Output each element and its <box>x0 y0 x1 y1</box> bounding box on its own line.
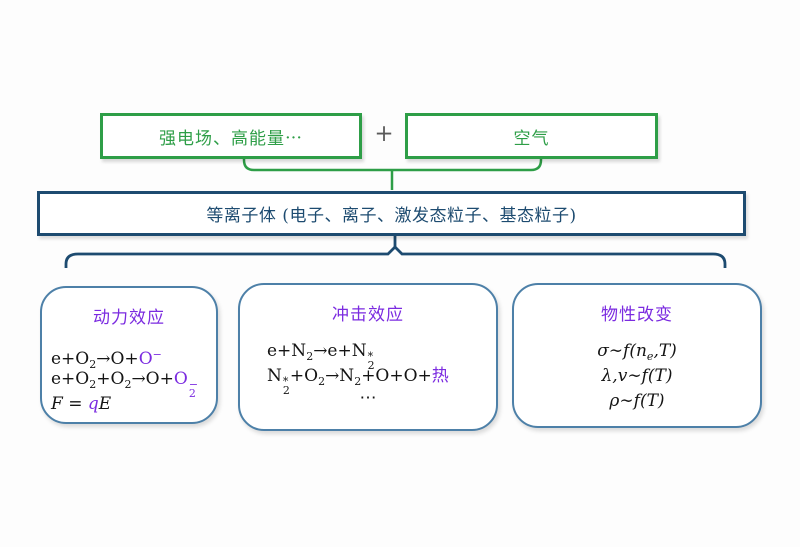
eq-sub: 2 <box>306 350 314 363</box>
eq-seg: ρ∼f(T) <box>609 391 665 411</box>
eq-seg: →N <box>325 366 355 386</box>
eq-seg: +O <box>289 366 319 386</box>
air-box: 空气 <box>405 113 658 159</box>
eq-seg: e+O <box>51 369 90 389</box>
eq-sub: 2 <box>89 378 97 391</box>
eq-sub: 2 <box>318 375 326 388</box>
equation-line: ρ∼f(T) <box>514 389 760 414</box>
eq-seg: e+N <box>267 341 307 361</box>
equation-line: F = qE <box>42 392 216 417</box>
effect-box-dynamic: 动力效应 e+O2→O+O− e+O2+O2→O+O−2 F = qE <box>40 286 218 424</box>
eq-seg: e+O <box>51 349 90 369</box>
effect-box-impact: 冲击效应 e+N2→e+N*2 N*2+O2→N2+O+O+热 ⋯ <box>238 283 498 431</box>
equations: e+N2→e+N*2 N*2+O2→N2+O+O+热 ⋯ <box>240 339 496 411</box>
source-box-label: 强电场、高能量⋯ <box>159 128 303 149</box>
equation-line: ⋯ <box>240 389 496 411</box>
navy-bracket <box>64 245 727 268</box>
eq-seg: →O+ <box>96 349 139 369</box>
eq-seg: q <box>87 394 99 414</box>
eq-sup: − <box>152 348 162 361</box>
equations: e+O2→O+O− e+O2+O2→O+O−2 F = qE <box>42 342 216 417</box>
eq-supsub: *2 <box>367 350 375 372</box>
eq-sub: e <box>646 350 654 363</box>
eq-seg: N <box>267 366 282 386</box>
eq-seg: O <box>173 369 188 389</box>
eq-seg: +O+O+ <box>361 366 432 386</box>
effect-title: 物性改变 <box>601 305 673 325</box>
eq-seg: +O <box>96 369 125 389</box>
eq-sub: 2 <box>367 359 375 372</box>
eq-seg: E <box>98 394 112 414</box>
eq-seg: = <box>62 394 88 414</box>
eq-seg: F <box>51 394 63 414</box>
eq-seg: ,T) <box>653 341 677 361</box>
effect-title: 动力效应 <box>93 308 165 328</box>
plasma-box: 等离子体 (电子、离子、激发态粒子、基态粒子) <box>37 191 746 236</box>
eq-supsub: −2 <box>188 378 199 400</box>
equation-line: λ,v∼f(T) <box>514 364 760 389</box>
equation-line: σ∼f(ne,T) <box>514 339 760 364</box>
equations: σ∼f(ne,T) λ,v∼f(T) ρ∼f(T) <box>514 339 760 414</box>
eq-seg: →e+N <box>313 341 367 361</box>
air-box-label: 空气 <box>513 128 550 149</box>
eq-seg: ⋯ <box>359 388 377 408</box>
equation-line: e+O2→O+O− <box>42 342 216 371</box>
equation-line: e+O2+O2→O+O−2 <box>42 367 216 399</box>
eq-seg: O <box>138 349 153 369</box>
plasma-box-label: 等离子体 (电子、离子、激发态粒子、基态粒子) <box>206 206 577 226</box>
eq-sub: 2 <box>354 375 362 388</box>
eq-seg: →O+ <box>131 369 174 389</box>
eq-seg: 热 <box>431 366 449 386</box>
effect-title: 冲击效应 <box>332 305 404 325</box>
effect-box-property: 物性改变 σ∼f(ne,T) λ,v∼f(T) ρ∼f(T) <box>512 283 762 428</box>
eq-sup: * <box>367 350 374 363</box>
eq-supsub: *2 <box>282 375 290 397</box>
eq-sub: 2 <box>188 387 196 400</box>
eq-sub: 2 <box>124 378 132 391</box>
eq-seg: λ,v∼f(T) <box>601 366 673 386</box>
eq-sup: * <box>282 375 289 388</box>
eq-seg: σ∼f(n <box>597 341 647 361</box>
eq-sub: 2 <box>89 358 97 371</box>
equation-line: N*2+O2→N2+O+O+热 <box>240 364 496 396</box>
eq-sup: − <box>188 378 199 391</box>
source-box: 强电场、高能量⋯ <box>100 113 362 159</box>
plus-sign: + <box>374 121 394 147</box>
eq-sub: 2 <box>282 384 290 397</box>
equation-line: e+N2→e+N*2 <box>240 339 496 371</box>
